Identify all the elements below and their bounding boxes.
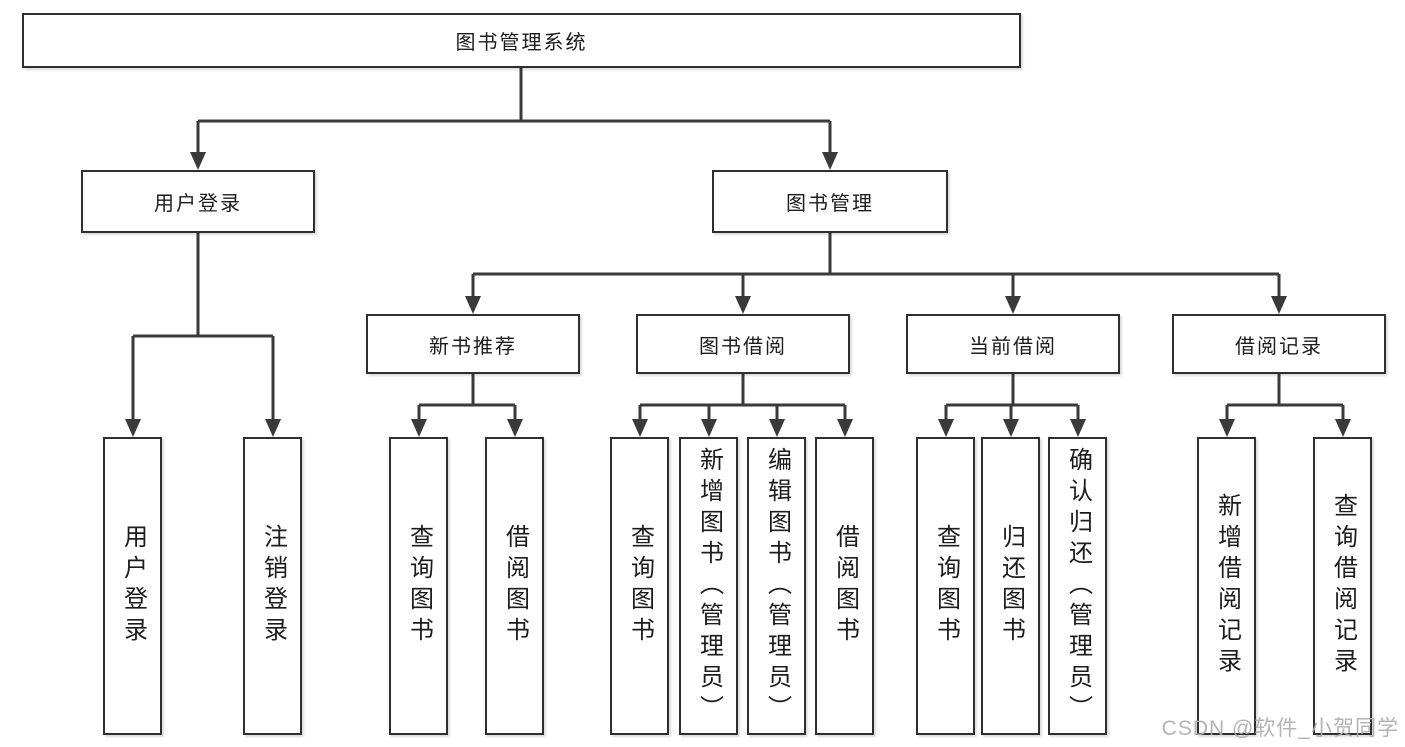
node-new-book-recommend-label: 新书推荐 xyxy=(429,335,517,358)
leaf-confirm-return-admin-label: 确认归还（管理员） xyxy=(1064,446,1092,726)
edges-new-book-recommend xyxy=(411,374,523,437)
edges-book-borrowing xyxy=(632,374,853,437)
leaf-query-borrow-record: 查询借阅记录 xyxy=(1313,437,1372,735)
csdn-watermark: CSDN @软件_小贺同学 xyxy=(1161,717,1399,740)
leaf-query-book-borrowing-label: 查询图书 xyxy=(626,524,654,648)
leaf-return-book-label: 归还图书 xyxy=(997,524,1025,648)
node-borrowing-records-label: 借阅记录 xyxy=(1235,335,1323,358)
leaf-add-book-admin: 新增图书（管理员） xyxy=(679,437,738,735)
leaf-query-book-recommend-label: 查询图书 xyxy=(405,524,433,648)
node-book-management-label: 图书管理 xyxy=(786,193,874,215)
leaf-user-login: 用户登录 xyxy=(103,437,162,735)
node-book-management: 图书管理 xyxy=(712,170,948,233)
leaf-borrow-book-recommend-label: 借阅图书 xyxy=(501,524,529,648)
node-current-borrowing-label: 当前借阅 xyxy=(969,335,1057,358)
node-borrowing-records: 借阅记录 xyxy=(1172,314,1386,374)
leaf-logout: 注销登录 xyxy=(243,437,302,735)
node-book-borrowing: 图书借阅 xyxy=(636,314,850,374)
leaf-return-book: 归还图书 xyxy=(981,437,1040,735)
edges-user-login xyxy=(125,233,281,437)
leaf-add-book-admin-label: 新增图书（管理员） xyxy=(695,446,723,726)
leaf-edit-book-admin: 编辑图书（管理员） xyxy=(747,437,806,735)
node-root-label: 图书管理系统 xyxy=(455,32,588,54)
leaf-user-login-label: 用户登录 xyxy=(119,524,147,648)
leaf-add-borrow-record-label: 新增借阅记录 xyxy=(1213,493,1241,679)
leaf-query-book-current-label: 查询图书 xyxy=(932,524,960,648)
edges-root xyxy=(190,68,838,170)
leaf-edit-book-admin-label: 编辑图书（管理员） xyxy=(763,446,791,726)
node-user-login: 用户登录 xyxy=(81,170,315,233)
edges-book-management xyxy=(465,233,1287,314)
leaf-query-book-recommend: 查询图书 xyxy=(389,437,448,735)
node-root: 图书管理系统 xyxy=(22,13,1021,68)
leaf-logout-label: 注销登录 xyxy=(259,524,287,648)
leaf-query-book-current: 查询图书 xyxy=(916,437,975,735)
leaf-borrow-book-label: 借阅图书 xyxy=(831,524,859,648)
node-user-login-label: 用户登录 xyxy=(154,193,242,215)
edges-current-borrowing xyxy=(938,374,1086,437)
leaf-borrow-book: 借阅图书 xyxy=(815,437,874,735)
edges-borrowing-records xyxy=(1219,374,1351,437)
leaf-add-borrow-record: 新增借阅记录 xyxy=(1197,437,1256,735)
leaf-confirm-return-admin: 确认归还（管理员） xyxy=(1048,437,1107,735)
leaf-query-book-borrowing: 查询图书 xyxy=(610,437,669,735)
leaf-borrow-book-recommend: 借阅图书 xyxy=(485,437,544,735)
node-book-borrowing-label: 图书借阅 xyxy=(699,335,787,358)
node-current-borrowing: 当前借阅 xyxy=(906,314,1120,374)
node-new-book-recommend: 新书推荐 xyxy=(366,314,580,374)
leaf-query-borrow-record-label: 查询借阅记录 xyxy=(1329,493,1357,679)
